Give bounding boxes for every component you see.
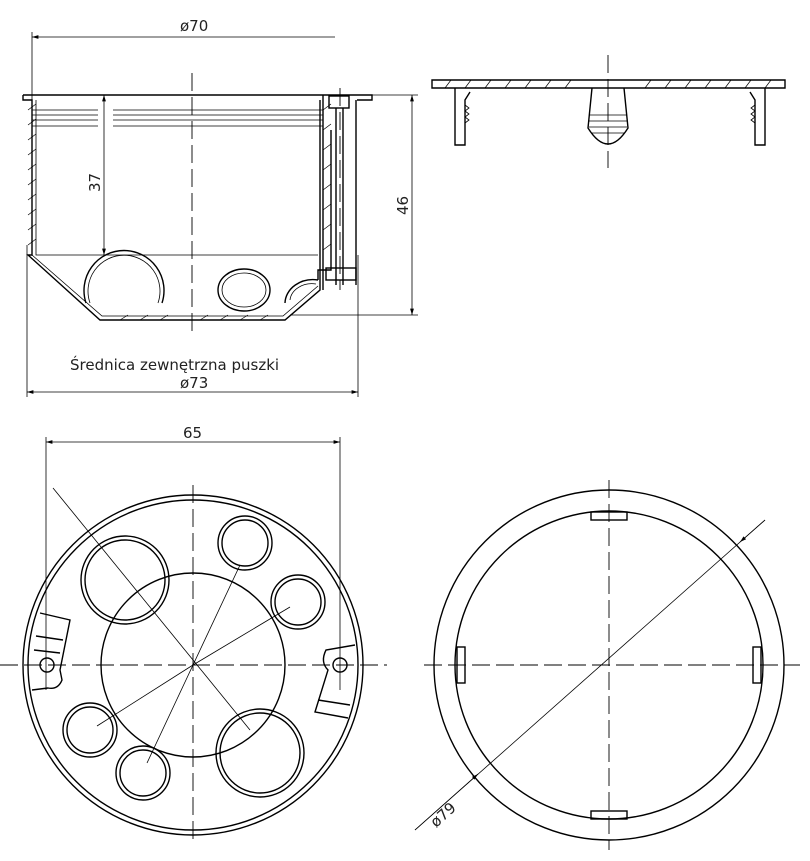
box-bottom-view: 65	[0, 424, 387, 845]
dim-top-diameter: ø70	[180, 17, 208, 35]
dim-total-height: 46	[394, 196, 412, 215]
lid-side-view	[431, 55, 786, 168]
dim-inner-depth: 37	[86, 173, 104, 192]
dim-screw-spacing: 65	[183, 424, 202, 442]
section-view: ø70 37	[22, 17, 418, 397]
lid-top-view: ø79	[414, 480, 800, 850]
dim-lid-diameter: ø79	[427, 799, 460, 831]
outer-diameter-label: Średnica zewnętrzna puszki	[70, 355, 279, 374]
dim-outer-diameter: ø73	[180, 374, 208, 392]
